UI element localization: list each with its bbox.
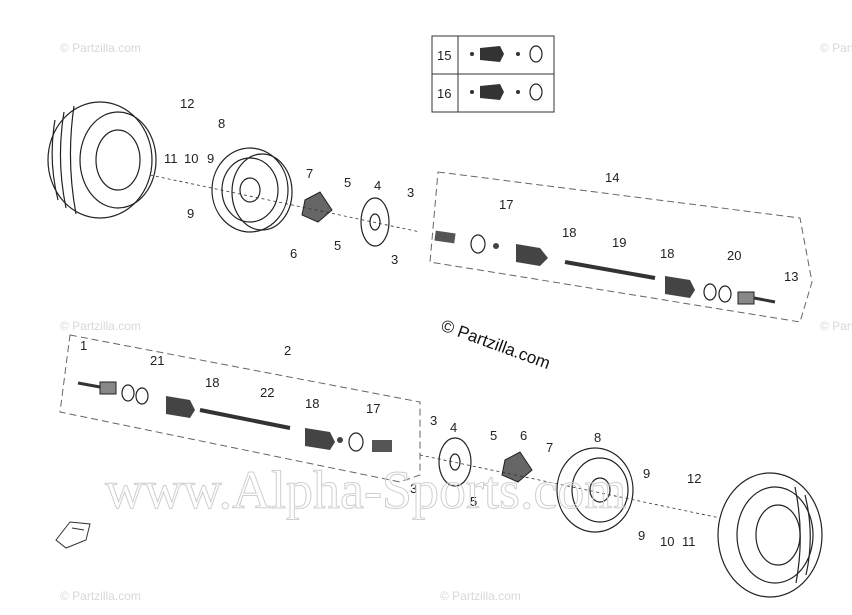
callout-label: 5 bbox=[490, 428, 497, 443]
legend-box: 15 16 bbox=[431, 35, 555, 113]
callout-label: 7 bbox=[546, 440, 553, 455]
callout-label: 8 bbox=[594, 430, 601, 445]
wheel-rim-icon bbox=[556, 447, 634, 533]
callout-label: 3 bbox=[391, 252, 398, 267]
watermark-text: © Partzilla.com bbox=[440, 589, 521, 603]
callout-label: 22 bbox=[260, 385, 274, 400]
site-label: © Partzilla.com bbox=[439, 316, 553, 373]
watermark-text: © Partzilla.com bbox=[820, 41, 852, 55]
brake-disc-icon bbox=[438, 437, 472, 487]
callout-label: 3 bbox=[410, 481, 417, 496]
callout-label: 17 bbox=[366, 401, 380, 416]
assembly-outline bbox=[429, 171, 813, 323]
callout-label: 4 bbox=[450, 420, 457, 435]
tire-icon bbox=[47, 101, 157, 219]
callout-label: 21 bbox=[150, 353, 164, 368]
callout-label: 9 bbox=[187, 206, 194, 221]
cv-boot-icon bbox=[470, 45, 543, 63]
watermark-text: © Partzilla.com bbox=[60, 589, 141, 603]
callout-label: 6 bbox=[290, 246, 297, 261]
callout-label: 18 bbox=[205, 375, 219, 390]
callout-label: 5 bbox=[344, 175, 351, 190]
callout-label: 5 bbox=[334, 238, 341, 253]
callout-label: 4 bbox=[374, 178, 381, 193]
callout-label: 11 bbox=[682, 534, 696, 549]
brake-disc-icon bbox=[360, 197, 390, 247]
callout-label: 18 bbox=[660, 246, 674, 261]
callout-label: 9 bbox=[643, 466, 650, 481]
callout-label: 12 bbox=[687, 471, 701, 486]
callout-label: 10 bbox=[660, 534, 674, 549]
callout-label: 3 bbox=[407, 185, 414, 200]
callout-label: 13 bbox=[784, 269, 798, 284]
callout-label: 12 bbox=[180, 96, 194, 111]
callout-label: 10 bbox=[184, 151, 198, 166]
callout-label: 11 bbox=[164, 151, 178, 166]
callout-label: 18 bbox=[562, 225, 576, 240]
wheel-rim-icon bbox=[211, 147, 293, 233]
callout-label: 1 bbox=[80, 338, 87, 353]
watermark-big: www.Alpha-Sports.com bbox=[105, 460, 626, 520]
watermark-text: © Partzilla.com bbox=[60, 319, 141, 333]
front-arrow-icon bbox=[55, 521, 91, 549]
drive-shaft-icon bbox=[77, 381, 392, 452]
callout-label: 7 bbox=[306, 166, 313, 181]
callout-label: 8 bbox=[218, 116, 225, 131]
watermark-text: © Partzilla.com bbox=[60, 41, 141, 55]
callout-label: 17 bbox=[499, 197, 513, 212]
callout-label: 20 bbox=[727, 248, 741, 263]
callout-label: 3 bbox=[430, 413, 437, 428]
watermark-text: © Partzilla.com bbox=[820, 319, 852, 333]
callout-label: 2 bbox=[284, 343, 291, 358]
legend-number: 15 bbox=[437, 48, 451, 63]
callout-label: 6 bbox=[520, 428, 527, 443]
callout-label: 19 bbox=[612, 235, 626, 250]
callout-label: 18 bbox=[305, 396, 319, 411]
callout-label: 9 bbox=[207, 151, 214, 166]
cv-boot-icon bbox=[470, 83, 543, 101]
hub-icon bbox=[301, 191, 333, 223]
callout-label: 14 bbox=[605, 170, 619, 185]
tire-icon bbox=[717, 472, 823, 598]
legend-number: 16 bbox=[437, 86, 451, 101]
callout-label: 5 bbox=[470, 494, 477, 509]
callout-label: 9 bbox=[638, 528, 645, 543]
drive-shaft-icon bbox=[434, 230, 776, 305]
